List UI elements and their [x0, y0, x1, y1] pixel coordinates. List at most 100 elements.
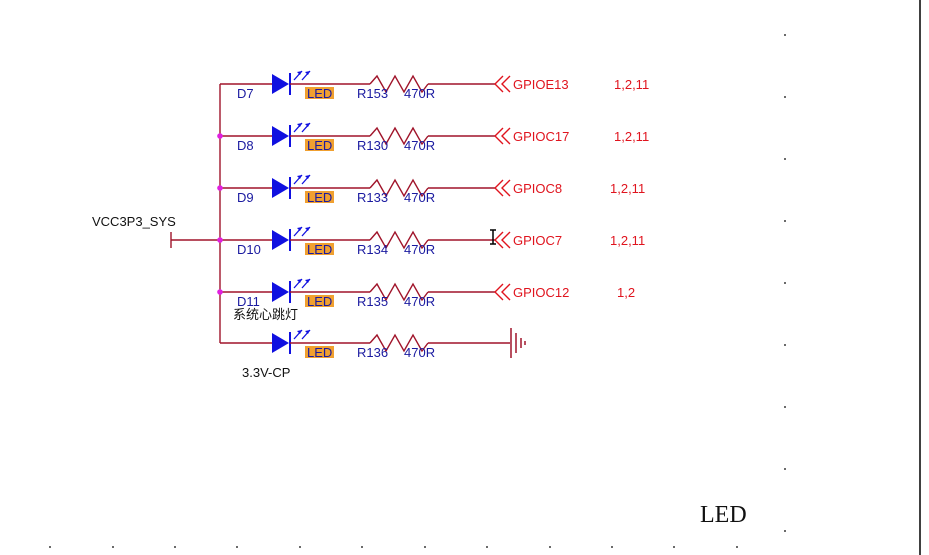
- grid-dot: [784, 530, 786, 532]
- grid-dot: [486, 546, 488, 548]
- grid-dot: [784, 468, 786, 470]
- resistor-value: 470R: [404, 294, 435, 309]
- sheet-ref: 1,2,11: [614, 129, 649, 144]
- light-arrows-icon: [293, 278, 311, 289]
- resistor-value: 470R: [404, 345, 435, 360]
- junction-dot: [217, 289, 223, 295]
- resistor-symbol: [369, 282, 429, 302]
- resistor-ref: R153: [357, 86, 388, 101]
- net-port-label: GPIOC12: [513, 285, 569, 300]
- led-label: LED: [307, 345, 332, 360]
- resistor-ref: R136: [357, 345, 388, 360]
- led-diode-symbol: [272, 333, 289, 353]
- led-badge: [305, 295, 334, 307]
- resistor-ref: R134: [357, 242, 388, 257]
- resistor-value: 470R: [404, 190, 435, 205]
- resistor-ref: R133: [357, 190, 388, 205]
- sheet-ref: 1,2: [617, 285, 635, 300]
- led-badge: [305, 191, 334, 203]
- light-arrows-icon: [293, 329, 311, 340]
- resistor-ref: R135: [357, 294, 388, 309]
- grid-dot: [736, 546, 738, 548]
- net-port-label: GPIOC7: [513, 233, 562, 248]
- junction-dot: [217, 237, 223, 243]
- led-diode-symbol: [272, 230, 289, 250]
- sheet-title: LED: [700, 502, 747, 528]
- led-diode-symbol: [272, 282, 289, 302]
- resistor-symbol: [369, 74, 429, 94]
- led-caption: 系统心跳灯: [233, 307, 298, 322]
- grid-dot: [784, 34, 786, 36]
- supply-net-label: VCC3P3_SYS: [92, 214, 176, 229]
- grid-dot: [299, 546, 301, 548]
- grid-dot: [549, 546, 551, 548]
- grid-dot: [784, 344, 786, 346]
- grid-dot: [236, 546, 238, 548]
- resistor-ref: R130: [357, 138, 388, 153]
- grid-dot: [112, 546, 114, 548]
- sheet-ref: 1,2,11: [610, 233, 645, 248]
- led-diode-symbol: [272, 74, 289, 94]
- light-arrows-icon: [293, 226, 311, 237]
- led-diode-symbol: [272, 126, 289, 146]
- net-port-label: GPIOC17: [513, 129, 569, 144]
- led-badge: [305, 346, 334, 358]
- port-icon: [494, 283, 511, 301]
- led-badge: [305, 243, 334, 255]
- sheet-ref: 1,2,11: [614, 77, 649, 92]
- led-diode-symbol: [272, 178, 289, 198]
- led-caption: 3.3V-CP: [242, 365, 290, 380]
- grid-dot: [611, 546, 613, 548]
- grid-dot: [673, 546, 675, 548]
- light-arrows-icon: [293, 174, 311, 185]
- led-label: LED: [307, 190, 332, 205]
- junction-dot: [217, 185, 223, 191]
- grid-dot: [784, 282, 786, 284]
- resistor-value: 470R: [404, 242, 435, 257]
- led-label: LED: [307, 242, 332, 257]
- resistor-value: 470R: [404, 138, 435, 153]
- led-row: LED R136 470R 3.3V-CP: [220, 328, 526, 380]
- led-badge: [305, 87, 334, 99]
- grid-dot: [784, 158, 786, 160]
- grid-dot: [784, 96, 786, 98]
- diode-ref: D9: [237, 190, 254, 205]
- diode-ref: D8: [237, 138, 254, 153]
- diode-ref: D10: [237, 242, 261, 257]
- port-icon: [494, 127, 511, 145]
- led-badge: [305, 139, 334, 151]
- led-row: LED R133 470R D9 GPIOC8 1,2,11: [220, 174, 645, 205]
- diode-ref: D7: [237, 86, 254, 101]
- led-row: LED R135 470R D11 GPIOC12 1,2 系统心跳灯: [220, 278, 635, 322]
- net-port-label: GPIOC8: [513, 181, 562, 196]
- cursor-icon: [490, 229, 496, 245]
- led-label: LED: [307, 86, 332, 101]
- port-icon: [494, 179, 511, 197]
- grid-dot: [361, 546, 363, 548]
- grid-dot: [784, 406, 786, 408]
- grid-dot: [784, 220, 786, 222]
- port-icon: [494, 75, 511, 93]
- light-arrows-icon: [293, 122, 311, 133]
- resistor-value: 470R: [404, 86, 435, 101]
- grid-dot: [174, 546, 176, 548]
- grid-dot: [49, 546, 51, 548]
- junction-dot: [217, 133, 223, 139]
- sheet-ref: 1,2,11: [610, 181, 645, 196]
- resistor-symbol: [369, 230, 429, 250]
- resistor-symbol: [369, 126, 429, 146]
- led-label: LED: [307, 294, 332, 309]
- net-port-label: GPIOE13: [513, 77, 569, 92]
- ground-icon: [510, 328, 526, 358]
- led-row: LED R134 470R D10 GPIOC7 1,2,11: [220, 226, 645, 257]
- grid-dots: [49, 34, 786, 548]
- light-arrows-icon: [293, 70, 311, 81]
- diode-ref: D11: [237, 294, 260, 309]
- grid-dot: [424, 546, 426, 548]
- resistor-symbol: [369, 178, 429, 198]
- led-row: LED R153 470R D7 GPIOE13 1,2,11: [220, 70, 649, 101]
- port-icon: [494, 231, 511, 249]
